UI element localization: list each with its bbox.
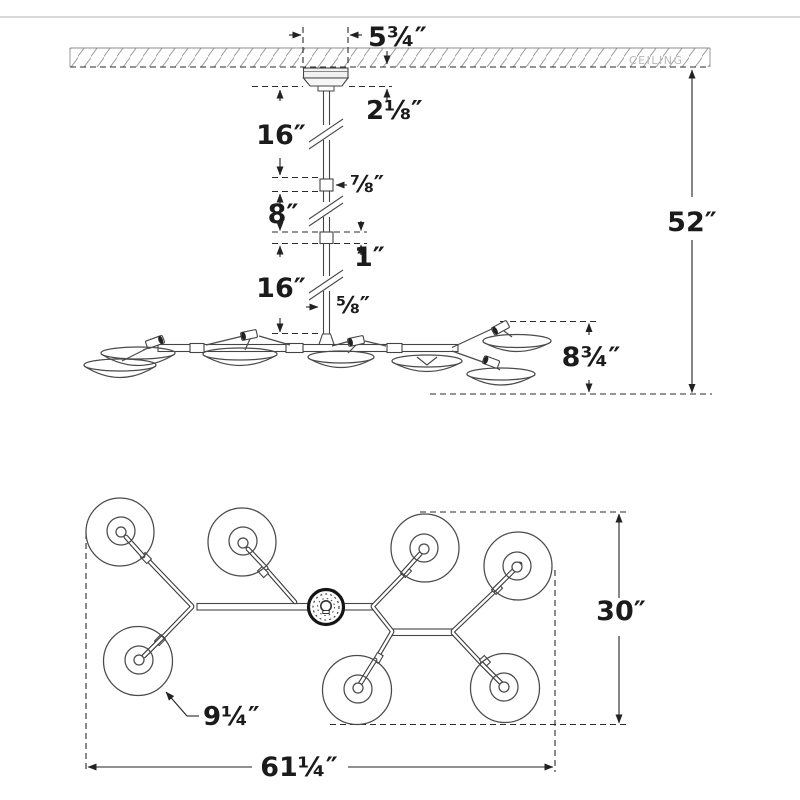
side-dimension-guides bbox=[252, 27, 712, 395]
shade bbox=[83, 358, 157, 372]
side-dimensions: 5¾″ 2⅛″ 16″ ⅞″ 8″ 1″ 16″ ⅝″ 8¾″ 52″ bbox=[256, 22, 717, 393]
dim-depth: 30″ bbox=[596, 596, 646, 627]
plan-shades bbox=[85, 497, 553, 726]
plan-bar-left bbox=[196, 602, 310, 611]
shade bbox=[102, 625, 174, 697]
shade bbox=[391, 354, 463, 368]
rod-break-marks bbox=[308, 118, 344, 301]
socket-detail bbox=[416, 356, 438, 366]
rod-coupler-upper bbox=[319, 178, 334, 192]
shade bbox=[207, 507, 277, 577]
shade bbox=[482, 333, 552, 349]
canopy-hub bbox=[306, 587, 346, 627]
shade bbox=[469, 652, 541, 724]
side-shades bbox=[83, 333, 552, 386]
shade bbox=[202, 347, 278, 361]
downrod bbox=[322, 91, 331, 334]
arm-connector-2 bbox=[285, 342, 304, 354]
dim-canopy-height: 2⅛″ bbox=[366, 96, 423, 126]
plan-arms bbox=[145, 557, 498, 667]
dim-canopy-width: 5¾″ bbox=[368, 22, 427, 53]
shade bbox=[390, 513, 460, 583]
shade bbox=[85, 497, 155, 567]
shade bbox=[466, 367, 536, 381]
dim-shade-diameter: 9¼″ bbox=[203, 702, 260, 732]
ceiling-label: CEILING bbox=[629, 54, 684, 67]
dim-coupler-upper: ⅞″ bbox=[350, 172, 384, 198]
canopy bbox=[302, 67, 350, 92]
shade bbox=[321, 654, 393, 726]
dim-stem-diameter: ⅝″ bbox=[336, 293, 370, 319]
dim-rod-middle: 8″ bbox=[268, 199, 299, 230]
plan-dimension-guides bbox=[85, 511, 628, 772]
rod-flare bbox=[318, 333, 335, 346]
dim-rod-lower: 16″ bbox=[256, 273, 306, 304]
dim-rod-upper: 16″ bbox=[256, 120, 306, 151]
plan-bar-right bbox=[342, 602, 374, 611]
dim-overall-height: 52″ bbox=[667, 207, 717, 238]
plan-bar-lower-right bbox=[391, 628, 454, 637]
dim-coupler-lower: 1″ bbox=[354, 242, 385, 273]
side-view-fixture bbox=[83, 67, 552, 386]
arm-connector-1 bbox=[189, 342, 205, 354]
dim-width: 61¼″ bbox=[260, 752, 338, 783]
shade bbox=[100, 346, 176, 360]
shade bbox=[307, 350, 375, 364]
plan-dimensions: 30″ 61¼″ 9¼″ bbox=[87, 513, 646, 783]
plan-view-fixture bbox=[85, 497, 553, 726]
pivot-joints bbox=[145, 320, 510, 369]
dim-body-height: 8¾″ bbox=[562, 342, 621, 373]
rod-coupler-lower bbox=[319, 231, 334, 245]
shade bbox=[483, 531, 553, 601]
arm-connector-3 bbox=[386, 342, 403, 354]
